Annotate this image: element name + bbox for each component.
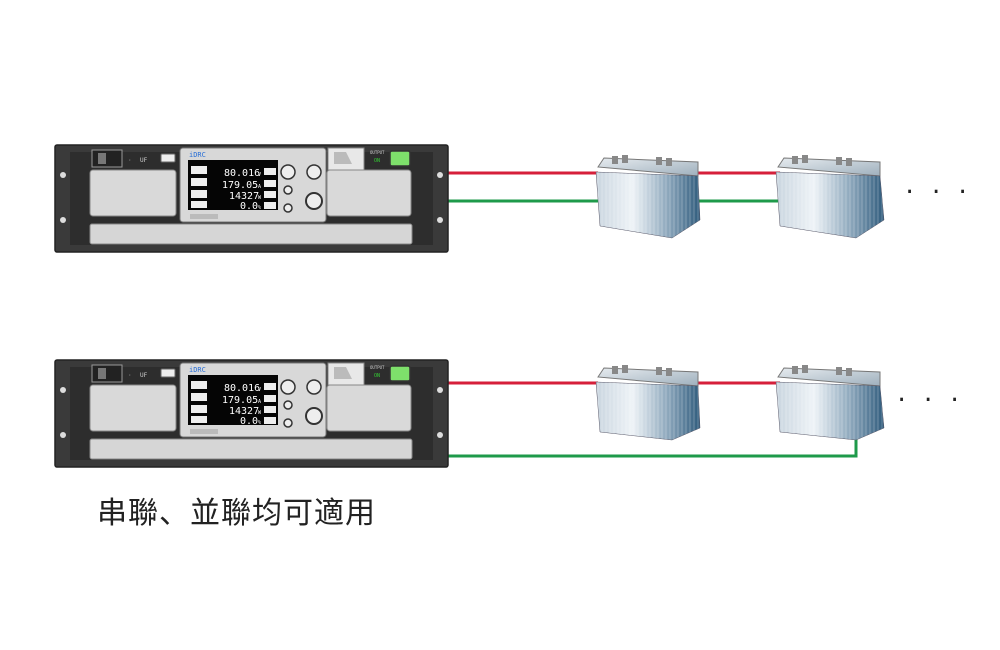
svg-text:ON: ON bbox=[374, 158, 380, 164]
brand-logo: iDRC bbox=[189, 151, 206, 159]
power-reading: 14327 bbox=[229, 406, 259, 417]
screw-icon bbox=[437, 172, 443, 178]
knob-icon[interactable] bbox=[306, 164, 322, 180]
battery-icon bbox=[775, 155, 885, 239]
svg-text:A: A bbox=[258, 184, 261, 190]
screw-icon bbox=[60, 387, 66, 393]
power-reading: 14327 bbox=[229, 191, 259, 202]
diagram-caption: 串聯、並聯均可適用 bbox=[97, 496, 376, 531]
screw-icon bbox=[437, 387, 443, 393]
percent-reading: 0.0 bbox=[240, 201, 258, 212]
knob-icon[interactable] bbox=[280, 164, 296, 180]
row-2: · UF iDRC 80.016 179.05 14327 0.0 V A W … bbox=[54, 359, 961, 468]
svg-text:UF: UF bbox=[140, 157, 148, 164]
current-reading: 179.05 bbox=[222, 180, 258, 191]
screw-icon bbox=[60, 217, 66, 223]
screw-icon bbox=[60, 172, 66, 178]
voltage-reading: 80.016 bbox=[224, 383, 260, 394]
knob-icon[interactable] bbox=[280, 379, 296, 395]
svg-text:W: W bbox=[258, 195, 262, 201]
svg-text:W: W bbox=[258, 410, 262, 416]
battery-icon bbox=[595, 155, 701, 239]
svg-text:UF: UF bbox=[140, 372, 148, 379]
svg-text:·: · bbox=[128, 372, 132, 379]
screw-icon bbox=[60, 432, 66, 438]
knob-icon[interactable] bbox=[283, 203, 293, 213]
knob-icon[interactable] bbox=[283, 185, 293, 195]
svg-text:%: % bbox=[258, 205, 261, 211]
continuation-ellipsis: · · · bbox=[895, 388, 961, 413]
brand-logo: iDRC bbox=[189, 366, 206, 374]
power-supply-unit: · UF iDRC 80.016 179.05 14327 0.0 V A W … bbox=[54, 144, 449, 253]
svg-text:V: V bbox=[258, 172, 261, 178]
screw-icon bbox=[437, 217, 443, 223]
power-supply-unit: · UF iDRC 80.016 179.05 14327 0.0 V A W … bbox=[54, 359, 449, 468]
current-reading: 179.05 bbox=[222, 395, 258, 406]
output-button[interactable] bbox=[389, 365, 411, 382]
knob-icon[interactable] bbox=[305, 192, 323, 210]
battery-icon bbox=[775, 365, 885, 441]
screw-icon bbox=[437, 432, 443, 438]
continuation-ellipsis: · · · bbox=[903, 180, 969, 205]
percent-reading: 0.0 bbox=[240, 416, 258, 427]
svg-text:%: % bbox=[258, 420, 261, 426]
knob-icon[interactable] bbox=[283, 418, 293, 428]
battery-icon bbox=[595, 365, 701, 441]
svg-text:OUTPUT: OUTPUT bbox=[370, 150, 385, 155]
output-button[interactable] bbox=[389, 150, 411, 167]
svg-text:·: · bbox=[128, 157, 132, 164]
knob-icon[interactable] bbox=[305, 407, 323, 425]
svg-text:ON: ON bbox=[374, 373, 380, 379]
svg-text:A: A bbox=[258, 399, 261, 405]
svg-text:OUTPUT: OUTPUT bbox=[370, 365, 385, 370]
row-1: · UF iDRC 80.016 179.05 14327 0.0 V A W … bbox=[54, 144, 969, 253]
svg-text:V: V bbox=[258, 387, 261, 393]
knob-icon[interactable] bbox=[283, 400, 293, 410]
knob-icon[interactable] bbox=[306, 379, 322, 395]
voltage-reading: 80.016 bbox=[224, 168, 260, 179]
